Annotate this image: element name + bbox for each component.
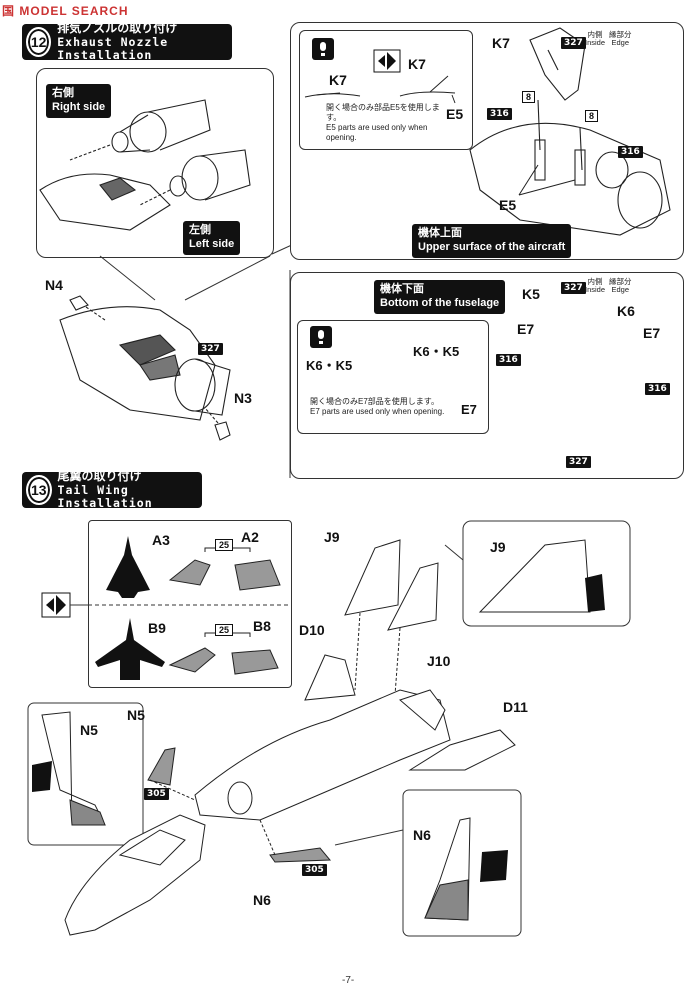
watermark: 国 MODEL SEARCH [2,2,128,19]
part-j10: J10 [427,653,451,669]
lower-legend-inside-en: Inside [585,285,606,295]
upper-e5-note-en: E5 parts are used only when opening. [326,123,428,142]
num-305a: 305 [144,788,169,800]
upper-e5-note: 開く場合のみ部品E5を使用します。 E5 parts are used only… [326,103,446,143]
step12-header: 12 排気ノズルの取り付け Exhaust Nozzle Installatio… [22,20,232,62]
lower-e7-note-jp: 開く場合のみE7部品を使用します。 [310,397,439,406]
inset-k6k5-b: K6・K5 [413,344,460,359]
lower-legend-inside: 内側 Inside [585,277,606,295]
lower-num-316a: 316 [496,354,521,366]
lower-e7-note: 開く場合のみE7部品を使用します。 E7 parts are used only… [310,397,450,417]
lower-num-327: 327 [566,456,591,468]
right-side-tag: 右側 Right side [46,84,112,118]
caution-icon-lower [310,326,332,348]
open-close-icon-step13 [41,592,71,618]
part-a3: A3 [152,532,170,548]
upper-caption-en: Upper surface of the aircraft [418,240,566,253]
lower-k5: K5 [522,286,540,302]
upper-legend-327: 327 [561,37,586,49]
part-n6-inset: N6 [413,827,431,843]
lower-e7a: E7 [517,321,535,337]
num-305b: 305 [302,864,327,876]
lower-legend-edge-jp: 縁部分 [609,277,632,286]
right-side-jp: 右側 [52,87,74,99]
upper-k7-a: K7 [329,72,347,88]
bottom-caption-jp: 機体下面 [380,283,424,295]
inset-k6k5-a: K6・K5 [306,358,353,373]
right-side-en: Right side [52,100,106,113]
upper-legend-edge: 縁部分 Edge [609,30,632,48]
step13-number: 13 [26,475,52,505]
step12-title-jp: 排気ノズルの取り付け [57,20,178,35]
watermark-text: MODEL SEARCH [19,4,129,18]
step13-header: 13 尾翼の取り付け Tail Wing Installation [22,468,202,510]
upper-e5-note-jp: 開く場合のみ部品E5を使用します。 [326,103,440,122]
upper-num-8b: 8 [585,110,599,122]
part-j9-inset: J9 [490,539,506,555]
step12-title-en: Exhaust Nozzle Installation [57,34,169,62]
upper-legend-inside-jp: 内側 [587,30,603,39]
upper-e5-lower: E5 [499,197,517,213]
lower-legend-edge: 縁部分 Edge [609,277,632,295]
caution-icon-upper [312,38,334,60]
part-n6-bottom: N6 [253,892,271,908]
lower-legend-327: 327 [561,282,586,294]
upper-caption-jp: 機体上面 [418,227,462,239]
part-d10: D10 [299,622,325,638]
open-close-icon-upper [373,49,401,73]
part-n4-label: N4 [45,277,63,293]
part-n3-label: N3 [234,390,252,406]
lower-k6: K6 [617,303,635,319]
lower-e7-note-en: E7 parts are used only when opening. [310,407,445,416]
part-a2: A2 [241,529,259,545]
lower-legend-edge-en: Edge [611,285,630,295]
upper-legend-inside-en: Inside [585,38,606,48]
upper-k7-main: K7 [492,35,510,51]
upper-surface-caption: 機体上面 Upper surface of the aircraft [412,224,572,258]
page-number: -7- [342,975,355,986]
upper-num-316a: 316 [487,108,512,120]
part-d11: D11 [503,699,528,715]
part-j9: J9 [324,529,340,545]
num-25a: 25 [215,539,234,551]
step13-title-jp: 尾翼の取り付け [57,468,142,483]
part-n5-inset: N5 [80,722,98,738]
lower-legend-inside-jp: 内側 [587,277,603,286]
upper-k7-b: K7 [408,56,426,72]
upper-e5: E5 [446,106,464,122]
part-b9: B9 [148,620,166,636]
decal-327-left: 327 [198,343,223,355]
lower-num-316b: 316 [645,383,670,395]
watermark-prefix: 国 [2,4,16,18]
step13-title-en: Tail Wing Installation [57,482,153,510]
left-side-jp: 左側 [189,224,211,236]
step12-number: 12 [26,27,52,57]
left-side-tag: 左側 Left side [183,221,241,255]
upper-legend-inside: 内側 Inside [585,30,606,48]
upper-num-8a: 8 [522,91,536,103]
part-n5: N5 [127,707,145,723]
bottom-caption-en: Bottom of the fuselage [380,296,500,309]
upper-legend-edge-jp: 縁部分 [609,30,632,39]
lower-e7b: E7 [643,325,661,341]
upper-num-316b: 316 [618,146,643,158]
inset-e7: E7 [461,402,477,417]
left-side-en: Left side [189,237,235,250]
upper-legend-edge-en: Edge [611,38,630,48]
num-25b: 25 [215,624,234,636]
part-b8: B8 [253,618,271,634]
bottom-caption: 機体下面 Bottom of the fuselage [374,280,506,314]
